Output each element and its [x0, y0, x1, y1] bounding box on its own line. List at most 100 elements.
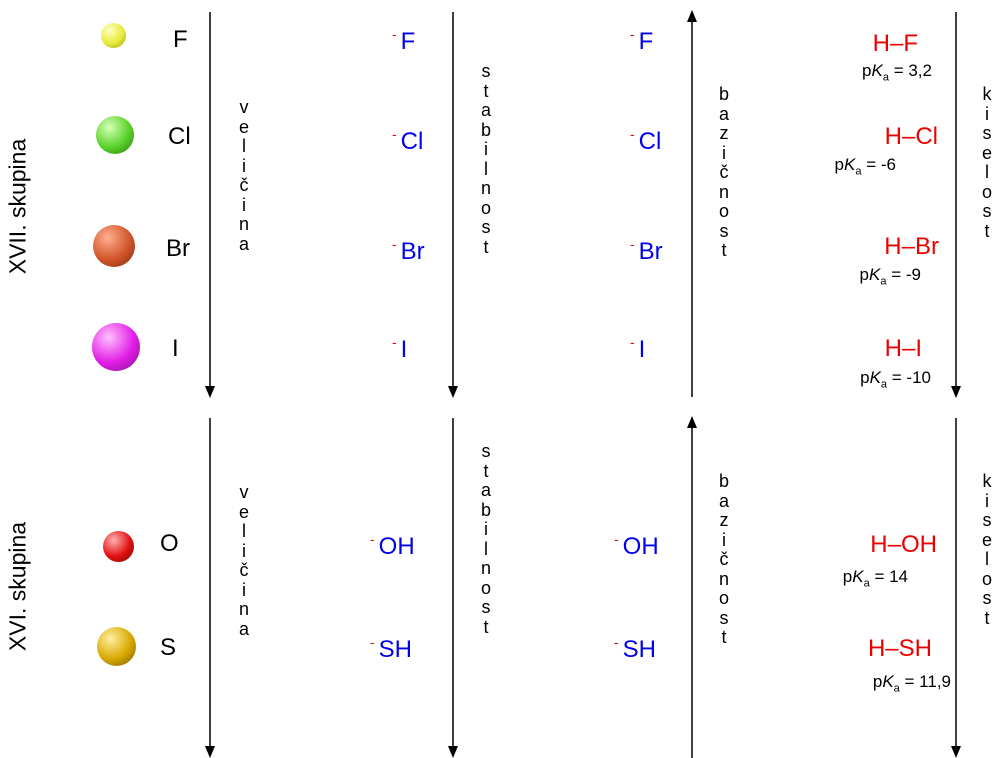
basicity-letter: č — [719, 162, 729, 182]
stability-letter: n — [480, 178, 491, 198]
size-letter: v — [239, 482, 249, 502]
basicity-letter: n — [718, 568, 729, 589]
acidity-arrowhead-bottom — [951, 746, 961, 758]
basicity-letter: t — [721, 627, 727, 647]
stability-letter: n — [480, 558, 491, 578]
pka-hcl: pKa = -6 — [834, 155, 896, 178]
atom-symbol-i: I — [172, 335, 179, 362]
anion-f-stability: -F — [392, 26, 416, 55]
basicity-letter: b — [718, 84, 729, 104]
stability-letter: b — [480, 119, 491, 140]
basicity-letter: z — [719, 123, 729, 143]
size-letter: v — [239, 97, 249, 117]
oxygen-ball — [103, 531, 134, 562]
size-letter: i — [242, 194, 246, 215]
size-letter: l — [242, 521, 246, 541]
basicity-letter: t — [721, 240, 727, 260]
size-letter: l — [242, 136, 246, 156]
pka-hsh: pKa = 11,9 — [872, 672, 951, 695]
acid-hf: H–F — [872, 30, 918, 57]
acid-hcl: H–Cl — [884, 123, 938, 150]
acidity-letter: k — [982, 84, 992, 104]
acidity-letter: e — [981, 142, 992, 163]
basicity-letter: č — [719, 549, 729, 569]
basicity-letter: o — [718, 201, 729, 221]
size-letter: i — [242, 579, 246, 600]
basicity-letter: z — [719, 510, 729, 530]
anion-br-basicity: -Br — [630, 236, 663, 265]
stability-letter: s — [481, 441, 491, 461]
stability-letter: o — [480, 577, 491, 598]
acidity-letter: s — [982, 588, 992, 608]
basicity-letter: i — [722, 142, 726, 163]
chlorine-ball — [96, 116, 134, 154]
atom-symbol-br: Br — [166, 235, 190, 262]
stability-letter: i — [484, 139, 488, 159]
atom-symbol-cl: Cl — [168, 123, 191, 150]
size-arrowhead-bottom — [205, 746, 215, 758]
basicity-letter: a — [718, 490, 729, 511]
pka-hi: pKa = -10 — [860, 368, 931, 391]
stability-arrowhead-top — [448, 386, 458, 398]
size-letter: n — [238, 599, 249, 619]
stability-letter: s — [481, 597, 491, 617]
atom-symbol-o: O — [160, 530, 179, 557]
bromine-ball — [93, 225, 135, 267]
acid-hbr: H–Br — [884, 233, 939, 260]
basicity-letter: s — [719, 220, 729, 241]
anion-f-basicity: -F — [630, 26, 654, 55]
stability-letter: t — [483, 460, 489, 481]
acidity-letter: l — [985, 549, 989, 569]
basicity-letter: o — [718, 588, 729, 608]
anion-oh-stability: -OH — [370, 531, 415, 560]
iodine-ball — [92, 323, 140, 371]
basicity-arrowhead-bottom — [687, 416, 697, 428]
stability-letter: s — [481, 61, 491, 81]
acidity-letter: l — [985, 162, 989, 182]
size-letter: a — [238, 618, 249, 639]
pka-hf: pKa = 3,2 — [862, 61, 932, 84]
stability-letter: i — [484, 519, 488, 539]
stability-letter: s — [481, 217, 491, 237]
acidity-letter: s — [982, 123, 992, 143]
sulfur-ball — [97, 627, 136, 666]
acid-hoh: H–OH — [870, 531, 937, 558]
stability-letter: a — [480, 100, 491, 120]
basicity-letter: n — [718, 181, 729, 202]
pka-hoh: pKa = 14 — [842, 567, 908, 590]
size-letter: č — [239, 175, 249, 195]
acidity-letter: o — [981, 568, 992, 589]
anion-sh-stability: -SH — [370, 634, 413, 663]
basicity-arrowhead-top — [687, 10, 697, 22]
anion-cl-stability: -Cl — [392, 126, 424, 155]
anion-i-stability: -I — [392, 334, 408, 363]
anion-oh-basicity: -OH — [614, 531, 659, 560]
atom-symbol-f: F — [173, 26, 188, 53]
stability-letter: t — [483, 616, 489, 637]
acidity-letter: k — [982, 471, 992, 491]
anion-br-stability: -Br — [392, 236, 425, 265]
acidity-arrowhead-top — [951, 386, 961, 398]
basicity-letter: s — [719, 607, 729, 628]
pka-hbr: pKa = -9 — [859, 265, 921, 288]
size-letter: i — [242, 540, 246, 561]
size-arrowhead-top — [205, 386, 215, 398]
size-letter: č — [239, 560, 249, 580]
anion-cl-basicity: -Cl — [630, 126, 662, 155]
acidity-letter: e — [981, 529, 992, 550]
stability-letter: b — [480, 499, 491, 520]
atom-symbol-s: S — [160, 634, 177, 661]
acid-hsh: H–SH — [867, 635, 932, 662]
stability-letter: a — [480, 480, 491, 500]
group-label-xvi: XVI. skupina — [4, 521, 31, 652]
stability-letter: o — [480, 197, 491, 218]
